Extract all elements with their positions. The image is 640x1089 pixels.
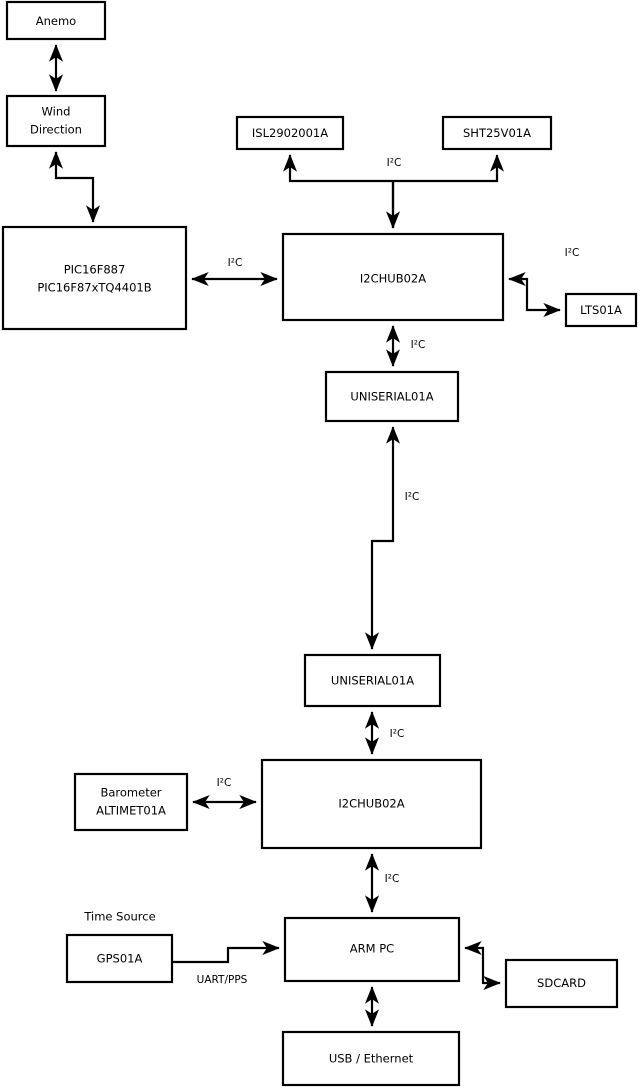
edge-label-uart-pps: UART/PPS [197, 974, 248, 986]
node-sht-box[interactable] [441, 115, 553, 151]
node-armpc-label: ARM PC [350, 942, 394, 956]
node-sdcard-box[interactable] [504, 958, 619, 1009]
node-sht-label: SHT25V01A [463, 126, 531, 140]
node-usb-ethernet-label: USB / Ethernet [329, 1052, 414, 1066]
node-hub-top-label: I2CHUB02A [360, 272, 426, 286]
node-pic-box[interactable] [1, 225, 188, 331]
node-barometer-label-line1: Barometer [100, 786, 161, 800]
label-time-source: Time Source [83, 910, 155, 924]
node-lts-box[interactable] [564, 292, 638, 328]
node-wind-direction-label-line2: Direction [30, 123, 82, 137]
node-usb-ethernet-box[interactable] [281, 1030, 461, 1087]
node-anemo[interactable]: Anemo [5, 0, 107, 41]
node-uniserial-bottom-box[interactable] [303, 653, 442, 708]
edge-label-i2c-uniserial-link: I²C [405, 491, 420, 503]
node-armpc-box[interactable] [283, 916, 461, 983]
node-hub-bottom-box[interactable] [260, 758, 483, 850]
connector-hub-top-lts [508, 271, 561, 318]
node-barometer-label-line2: ALTIMET01A [96, 804, 166, 818]
node-barometer[interactable]: Barometer ALTIMET01A [73, 772, 189, 832]
node-lts[interactable]: LTS01A [564, 292, 638, 328]
node-sdcard[interactable]: SDCARD [504, 958, 619, 1009]
node-lts-label: LTS01A [580, 303, 622, 317]
connector-bus-to-isl [282, 154, 393, 183]
edge-label-i2c-hub-uniserial: I²C [411, 339, 426, 351]
node-wind-direction-label-line1: Wind [42, 105, 71, 119]
node-uniserial-top-label: UNISERIAL01A [350, 390, 433, 404]
connector-gps-armpc [172, 940, 280, 964]
node-sht[interactable]: SHT25V01A [441, 115, 553, 151]
node-anemo-label: Anemo [36, 14, 76, 28]
node-usb-ethernet[interactable]: USB / Ethernet [281, 1030, 461, 1087]
node-hub-bottom-label: I2CHUB02A [338, 797, 404, 811]
node-wind-direction-box[interactable] [5, 94, 107, 148]
connector-pic-wind [48, 151, 101, 223]
edge-label-i2c-hub-lts: I²C [565, 247, 580, 259]
edge-label-i2c-pic-hub: I²C [228, 257, 243, 269]
node-hub-top[interactable]: I2CHUB02A [281, 232, 505, 322]
node-sdcard-label: SDCARD [537, 976, 586, 990]
connector-armpc-sdcard [464, 940, 501, 991]
node-gps-label: GPS01A [97, 952, 143, 966]
node-pic-label-line1: PIC16F887 [64, 263, 126, 277]
edge-label-i2c-barometer-hub2: I²C [217, 777, 232, 789]
edge-label-i2c-uniserial-hub2: I²C [390, 728, 405, 740]
node-pic-label-line2: PIC16F87xTQ4401B [37, 281, 151, 295]
connector-bus-to-sht [393, 154, 505, 183]
node-hub-bottom[interactable]: I2CHUB02A [260, 758, 483, 850]
node-isl-label: ISL2902001A [252, 126, 328, 140]
node-pic[interactable]: PIC16F887 PIC16F87xTQ4401B [1, 225, 188, 331]
node-hub-top-box[interactable] [281, 232, 505, 322]
node-anemo-box[interactable] [5, 0, 107, 41]
node-uniserial-top[interactable]: UNISERIAL01A [324, 370, 460, 423]
connector-uniserial-link [364, 426, 401, 650]
node-isl-box[interactable] [235, 115, 345, 151]
edge-label-i2c-sensors-top: I²C [387, 157, 402, 169]
node-isl[interactable]: ISL2902001A [235, 115, 345, 151]
node-armpc[interactable]: ARM PC [283, 916, 461, 983]
node-gps-box[interactable] [65, 933, 174, 984]
node-barometer-box[interactable] [73, 772, 189, 832]
node-uniserial-top-box[interactable] [324, 370, 460, 423]
node-uniserial-bottom[interactable]: UNISERIAL01A [303, 653, 442, 708]
node-uniserial-bottom-label: UNISERIAL01A [331, 674, 414, 688]
node-gps[interactable]: GPS01A [65, 933, 174, 984]
node-wind-direction[interactable]: Wind Direction [5, 94, 107, 148]
edge-label-i2c-hub2-armpc: I²C [385, 873, 400, 885]
